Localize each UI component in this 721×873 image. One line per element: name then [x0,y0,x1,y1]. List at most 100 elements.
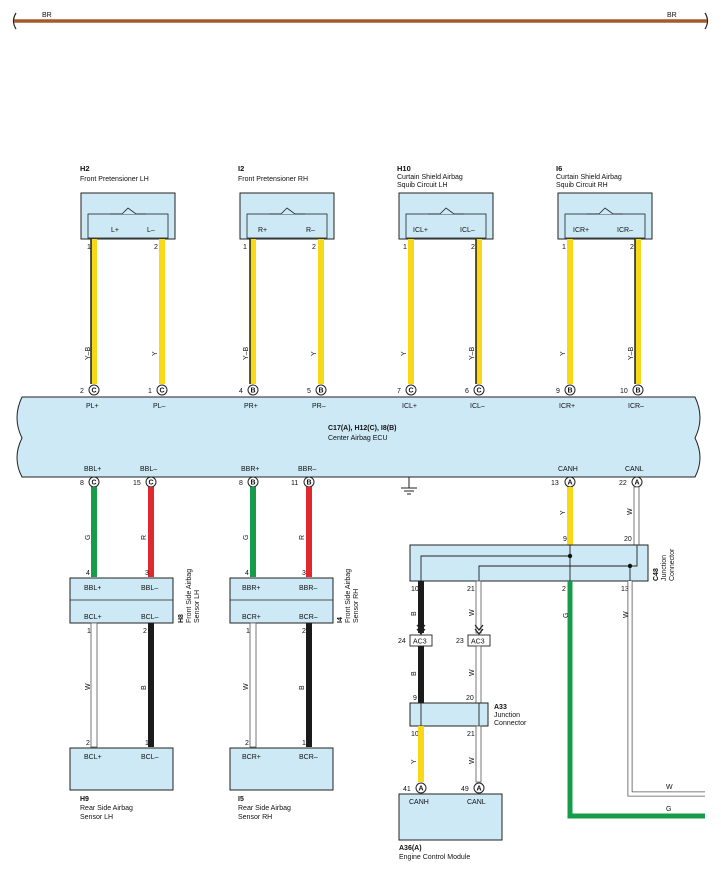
component-h10-curtain-shield-lh: H10 Curtain Shield Airbag Squib Circuit … [397,164,494,240]
component-i2-front-pretensioner-rh: I2 Front Pretensioner RH R+ R– [238,164,335,240]
component-name: Sensor LH [194,590,201,623]
left-break-mark [12,12,17,30]
pin-number: 2 [630,244,634,251]
br-label-left: BR [42,12,52,19]
connector-letter: B [319,388,324,395]
connector-letter: B [307,480,312,487]
terminal-label: ICR+ [573,227,589,234]
terminal-label: R+ [258,227,267,234]
pin-number: 1 [87,244,91,251]
component-box [239,192,335,240]
pin-number: 2 [471,244,475,251]
component-code: H9 [80,796,89,803]
terminal-label: CANH [558,466,578,473]
pin-circle [156,384,168,396]
chevron-down-icon [474,628,484,635]
can-wires-ecu-to-c48: Y W 9 20 [560,486,640,546]
top-wires [90,239,641,384]
wire-y [318,239,324,384]
wire-color-label: Y–B [628,346,635,360]
component-a33-junction-connector: A33 Junction Connector 10 21 [409,702,527,738]
component-name: Front Side Airbag [345,569,352,623]
terminal-label: PL– [153,403,166,410]
wire-color-label: W [623,611,630,618]
ac3-to-a33-wires: B W 9 20 [411,645,482,704]
wire-color-label: G [666,806,671,813]
wire-y [567,487,573,545]
pin-number: 1 [403,244,407,251]
connector-letter: C [92,388,97,395]
connector-letter: A [568,480,573,487]
pin-number: 21 [467,731,475,738]
wire-y [567,239,573,384]
right-break-mark [704,12,709,30]
wire-y-b [91,239,97,384]
component-c48-junction-connector: C48 Junction Connector 10 21 2 13 [409,544,676,593]
terminal-label: ICL– [470,403,485,410]
terminal-label: BCL+ [84,754,102,761]
ecu-top-pins: 2 C PL+ 1 C PL– 4 B PR+ 5 B PR– 7 C ICL+… [80,384,644,410]
pin-number: 41 [403,786,411,793]
pin-number: 1 [246,628,250,635]
terminal-label: ICR– [617,227,633,234]
component-box [398,192,494,240]
component-name: Curtain Shield Airbag [397,174,463,181]
connector-letter: C [92,480,97,487]
pin-number: 1 [87,628,91,635]
component-code: H2 [80,164,90,173]
wire-color-label: Y–B [85,346,92,360]
terminal-label: BCR+ [242,614,261,621]
component-name: Junction [494,712,520,719]
wire-w [249,622,257,748]
terminal-label: BBL+ [84,466,101,473]
component-code: I6 [556,164,562,173]
wire-w [475,725,482,783]
pin-circle [405,384,417,396]
connector-letter: B [636,388,641,395]
pin-number: 10 [411,731,419,738]
wire-color-label: G [243,535,250,540]
component-box [80,192,176,240]
pin-number: 4 [245,570,249,577]
pin-number: 22 [619,480,627,487]
wire-color-label: Y–B [469,346,476,360]
wire-y [418,726,424,782]
pin-number: 13 [621,586,629,593]
wire-y-b [476,239,482,384]
terminal-label: BBR– [298,466,316,473]
a33-to-ecm-wires: Y W [411,725,482,783]
component-i5-rear-side-airbag-sensor-rh: 2 1 BCR+ BCR– I5 Rear Side Airbag Sensor… [229,740,334,821]
connector-letter: C [477,388,482,395]
terminal-label: PR– [312,403,326,410]
pin-number: 2 [245,740,249,747]
wire-color-label: Y [560,351,567,356]
pin-number: 4 [239,388,243,395]
component-name: Connector [669,548,676,581]
terminal-label: L+ [111,227,119,234]
connector-label: AC3 [413,639,427,646]
component-code: A36(A) [399,845,422,852]
wire-color-label: W [243,683,250,690]
wire-g [250,487,256,577]
wire-b [418,581,424,633]
br-label-right: BR [667,12,677,19]
br-wire: BR BR [12,12,709,30]
component-code: I2 [238,164,244,173]
connector-letter: B [251,480,256,487]
wire-y [408,239,414,384]
component-code: A33 [494,704,507,711]
component-name: Rear Side Airbag [80,805,133,812]
pin-number: 1 [562,244,566,251]
ecu-to-front-sensor-wires: G R G R [85,487,312,577]
terminal-label: BBL– [140,466,157,473]
wire-y-b [635,239,641,384]
wire-w [628,581,705,796]
terminal-label: BBL– [141,585,158,592]
wire-y [159,239,165,384]
terminal-label: BCL– [141,754,159,761]
wire-color-label: B [299,685,306,690]
pin-number: 8 [239,480,243,487]
component-code: I4 [337,617,344,623]
component-name: Sensor RH [353,589,360,623]
